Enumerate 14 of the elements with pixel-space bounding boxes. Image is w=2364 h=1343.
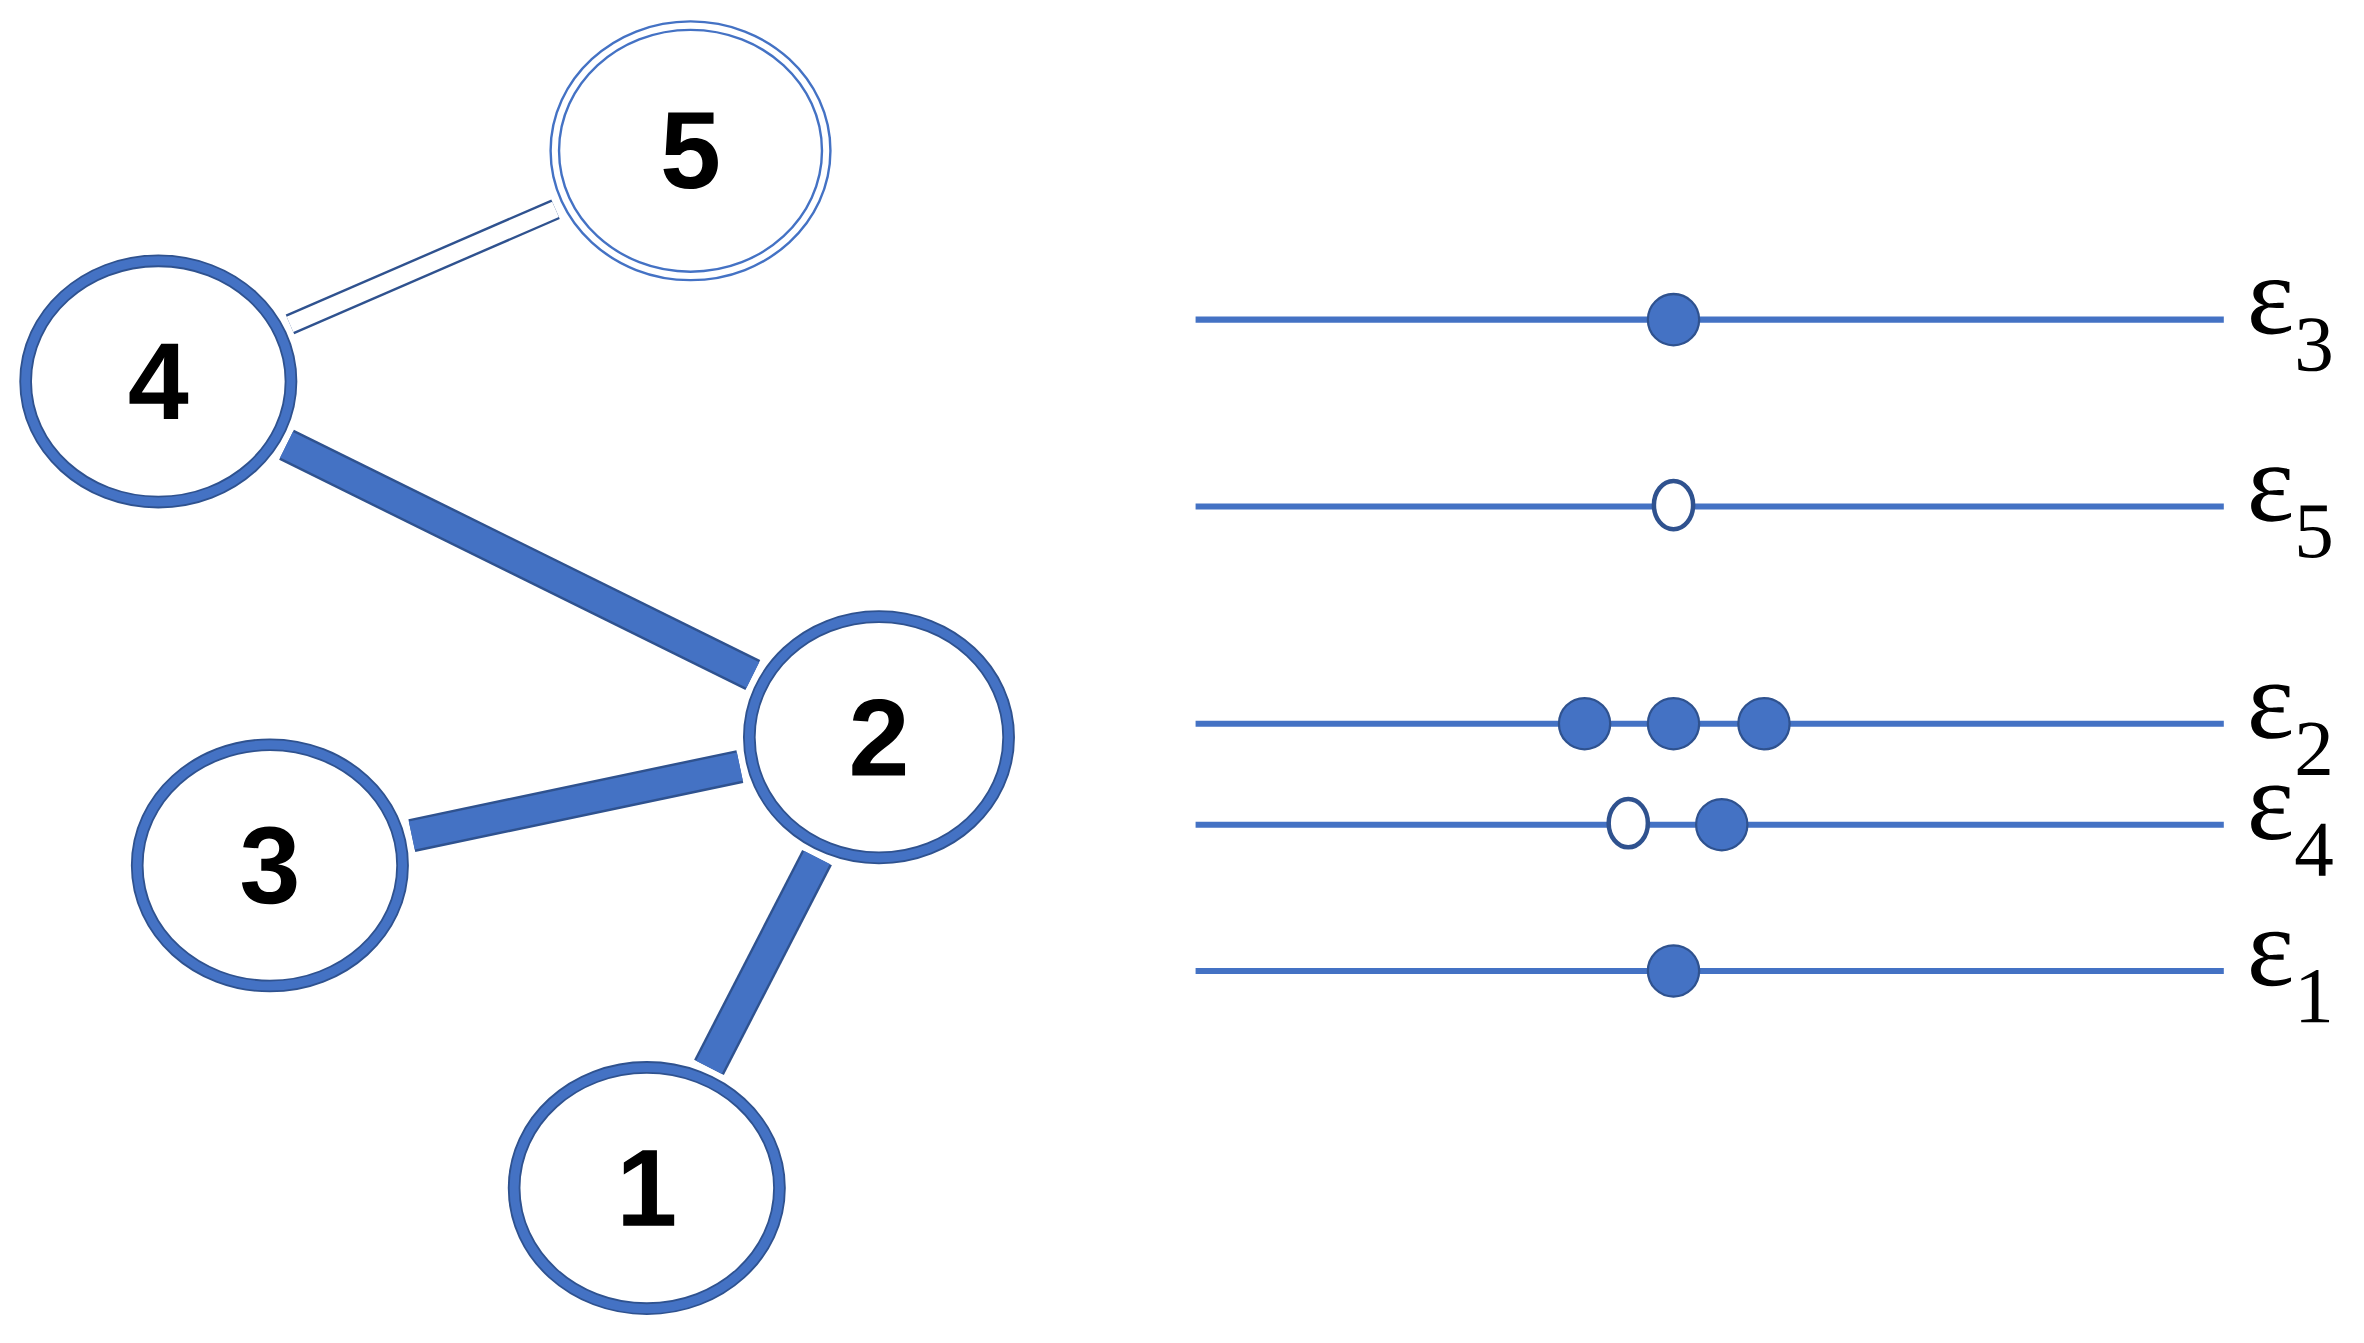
level-label: ε$_{2}$ (2251, 684, 2330, 775)
level-label: ε$_{3}$ (2251, 279, 2331, 372)
bar-connector (408, 750, 744, 852)
circle-node: 3 (130, 738, 409, 993)
circle-node: 4 (19, 254, 298, 509)
bar-connector (279, 429, 761, 690)
level-label: ε$_{1}$ (2251, 931, 2330, 1022)
bar-connector (694, 849, 832, 1075)
circle-node: 2 (743, 610, 1015, 865)
circle-node: 5 (549, 20, 832, 282)
level-label: ε$_{5}$ (2251, 467, 2331, 558)
level-label: ε$_{4}$ (2251, 785, 2333, 876)
circle-node: 1 (507, 1060, 786, 1315)
bar-connector (285, 199, 560, 335)
